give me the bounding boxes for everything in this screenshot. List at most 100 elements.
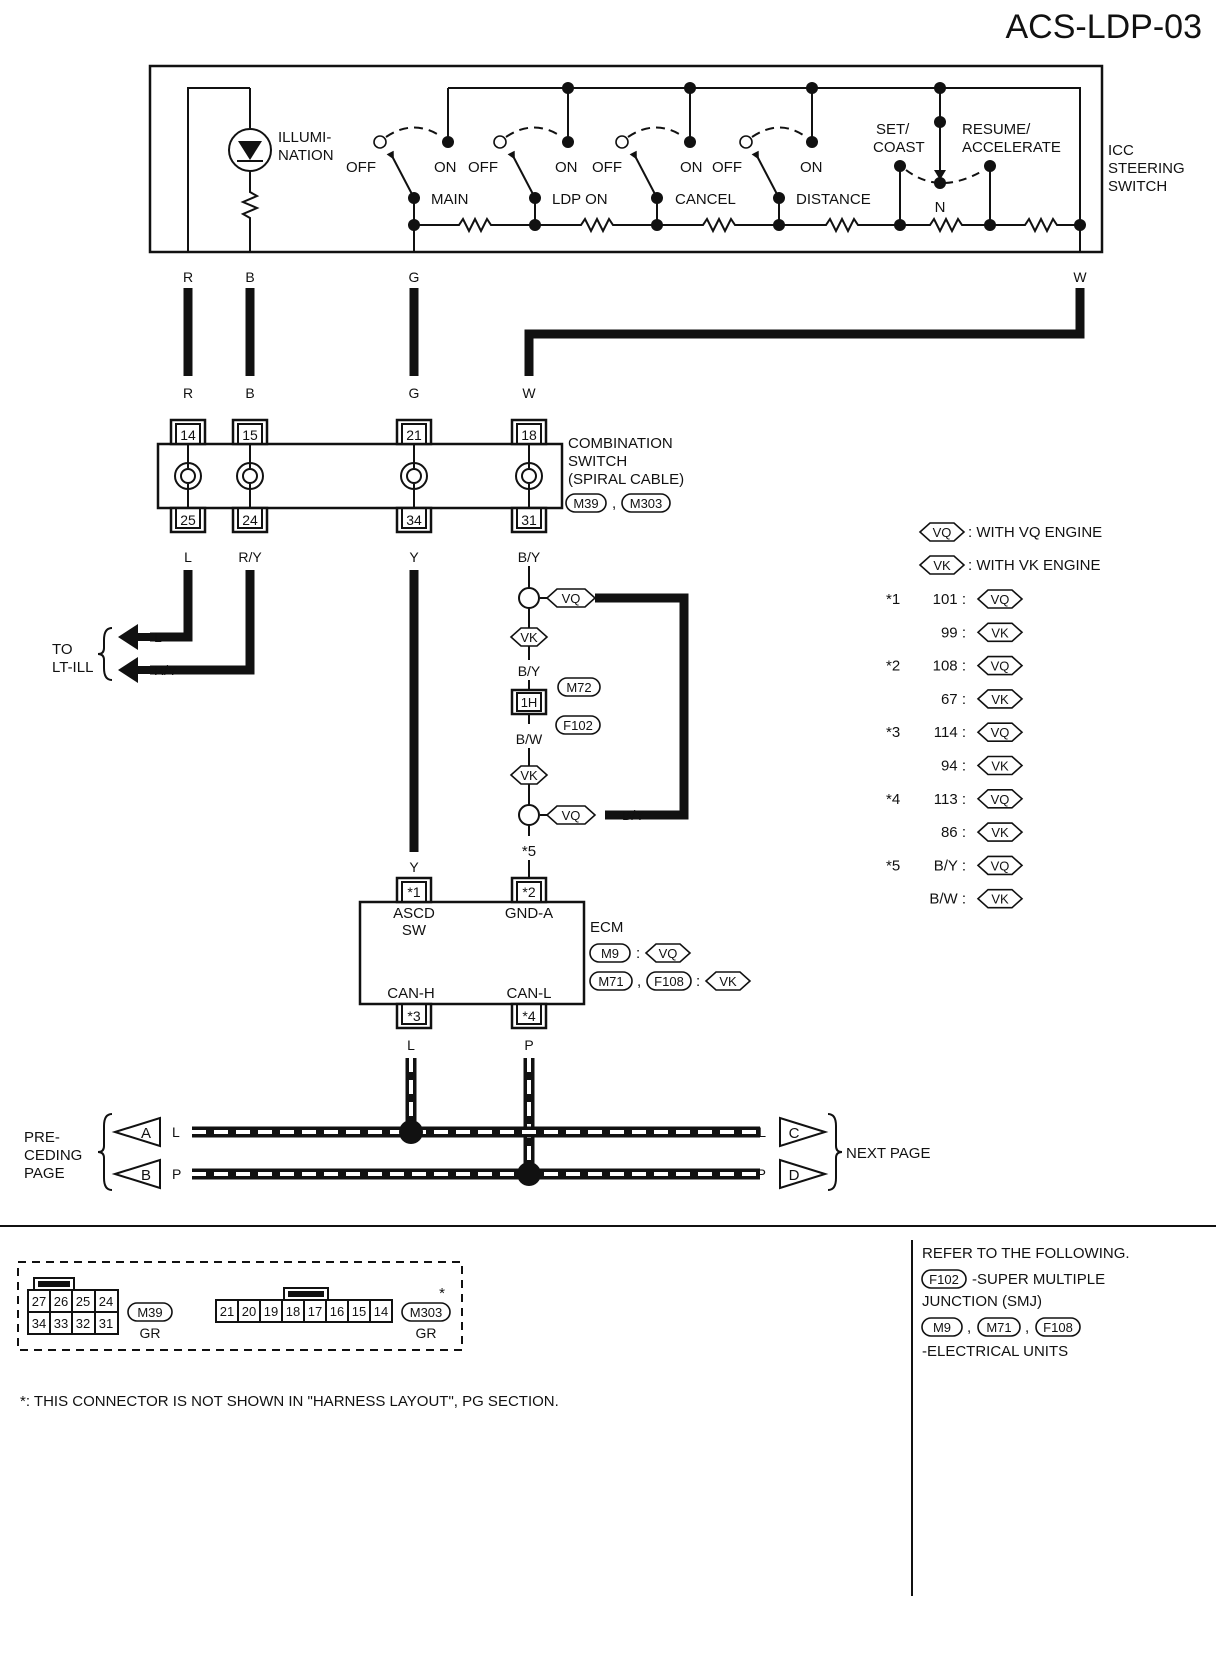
legend-row-engine-badge — [976, 822, 1024, 842]
vk-badge-bottom — [509, 765, 549, 785]
legend-row-engine: VQ — [991, 659, 1010, 674]
legend-row-engine: VK — [991, 759, 1009, 774]
distance-on: ON — [800, 159, 823, 176]
legend-row-value: 114 : — [934, 724, 966, 741]
m72-badge — [557, 677, 601, 697]
legend-vk: VK — [933, 558, 951, 573]
comb-pin-31: 31 — [521, 512, 537, 528]
legend-row-engine-badge — [976, 888, 1024, 909]
comb-label-2: SWITCH — [568, 453, 627, 470]
to-lt-ill-2: LT-ILL — [52, 659, 93, 676]
wire-b-top: B — [245, 269, 254, 285]
legend-row-star: *2 — [886, 658, 900, 675]
ecm-f108-badge — [646, 971, 692, 991]
legend-row-engine-badge — [976, 655, 1024, 676]
legend-row-engine-badge — [976, 622, 1024, 643]
connector-views: 27 26 25 24 34 33 32 31 M39 GR 21 20 19 … — [17, 1261, 463, 1351]
vk-top-label: VK — [520, 630, 538, 645]
refer-smj-1: -SUPER MULTIPLE — [972, 1271, 1105, 1288]
legend-row-engine-badge — [976, 755, 1024, 776]
m303-pin-18: 18 — [286, 1304, 300, 1319]
resume-label-2: ACCELERATE — [962, 139, 1061, 156]
combination-switch: 14 15 21 18 25 24 34 31 COMBINATION SWIT… — [156, 418, 684, 534]
distance-off: OFF — [712, 159, 742, 176]
m39-pin-24: 24 — [99, 1294, 113, 1309]
illumination-label-2: NATION — [278, 147, 334, 164]
wire-w-bottom: W — [522, 385, 536, 401]
can-bus: L P A B L P C D L P PRE- CEDING PAGE NEX… — [24, 1037, 930, 1191]
m303-pin-21: 21 — [220, 1304, 234, 1319]
wire-b-bottom: B — [245, 385, 254, 401]
can-p-wire-label: P — [524, 1037, 533, 1053]
splice-vq-top — [518, 587, 540, 609]
can-l-wire-label: L — [407, 1037, 415, 1053]
m303-pin-14: 14 — [374, 1304, 388, 1319]
refer-heading: REFER TO THE FOLLOWING. — [922, 1245, 1130, 1262]
m39-view-badge — [127, 1302, 173, 1322]
wire-y-top: Y — [409, 549, 419, 565]
m303-view-badge — [401, 1302, 451, 1322]
wire-ry-label: R/Y — [238, 549, 262, 565]
preceding-page-2: CEDING — [24, 1147, 82, 1164]
footnote: *: THIS CONNECTOR IS NOT SHOWN IN "HARNE… — [20, 1393, 559, 1410]
lt-ill-arrow-l-icon — [118, 624, 138, 650]
m39-pin-34: 34 — [32, 1316, 46, 1331]
can-h-splice — [399, 1120, 423, 1144]
y-wire: Y Y — [409, 549, 419, 875]
distance-switch: OFF ON DISTANCE — [712, 126, 871, 225]
wire-bw-label: B/W — [516, 731, 543, 747]
refer-comma-2: , — [1025, 1319, 1029, 1336]
f102-label: F102 — [563, 718, 593, 733]
ecm-vq: VQ — [659, 946, 678, 961]
legend-row-engine-badge — [976, 689, 1024, 709]
canh-label: CAN-H — [387, 985, 435, 1002]
cancel-switch: OFF ON CANCEL — [592, 126, 736, 225]
m303-pin-19: 19 — [264, 1304, 278, 1319]
ascd-label-2: SW — [402, 922, 427, 939]
main-on: ON — [434, 159, 457, 176]
connector-b-label: B — [141, 1167, 151, 1184]
vq-bottom-label: VQ — [562, 808, 581, 823]
m303-pin-15: 15 — [352, 1304, 366, 1319]
ldp-on-label: LDP ON — [552, 191, 608, 208]
ecm-pin-2: *2 — [522, 884, 535, 900]
legend-row-engine-badge — [976, 855, 1024, 876]
ecm-comma: , — [637, 973, 641, 990]
set-label-2: COAST — [873, 139, 925, 156]
upper-wires: R B G W R B G W — [183, 269, 1087, 401]
comb-bottom-pins: 25 24 34 31 — [169, 506, 548, 534]
legend-row-value: 86 : — [941, 824, 966, 841]
legend-row-star: *1 — [886, 591, 900, 608]
lt-ill-l: L — [154, 629, 162, 645]
spiral-cable-icons — [174, 444, 543, 508]
main-off: OFF — [346, 159, 376, 176]
connector-a-label: A — [141, 1125, 151, 1142]
m39-view-label: M39 — [137, 1305, 162, 1320]
comb-label-1: COMBINATION — [568, 435, 673, 452]
legend-vq: VQ — [933, 525, 952, 540]
f102-badge — [555, 715, 601, 735]
ecm-f108: F108 — [654, 974, 684, 989]
legend-row-engine-badge — [976, 589, 1024, 609]
ascd-label-1: ASCD — [393, 905, 435, 922]
refer-eu: -ELECTRICAL UNITS — [922, 1343, 1068, 1360]
m39-pin-25: 25 — [76, 1294, 90, 1309]
ecm-m71: M71 — [598, 974, 623, 989]
comb-top-pins: 14 15 21 18 — [169, 418, 548, 446]
neutral-label: N — [935, 199, 946, 216]
comb-pin-14: 14 — [180, 427, 196, 443]
ecm-label: ECM — [590, 919, 623, 936]
legend-row-star: *3 — [886, 724, 900, 741]
comb-pin-24: 24 — [242, 512, 258, 528]
legend-row-value: 94 : — [941, 758, 966, 775]
legend-row-engine: VK — [991, 825, 1009, 840]
wire-r-top: R — [183, 269, 193, 285]
m303-view-label: M303 — [410, 1305, 443, 1320]
connector-c-label: C — [789, 1125, 800, 1142]
wire-by-mid: B/Y — [518, 663, 541, 679]
vq-top-label: VQ — [562, 591, 581, 606]
legend-row-value: 113 : — [934, 791, 966, 808]
legend-row-value: 108 : — [933, 658, 966, 675]
